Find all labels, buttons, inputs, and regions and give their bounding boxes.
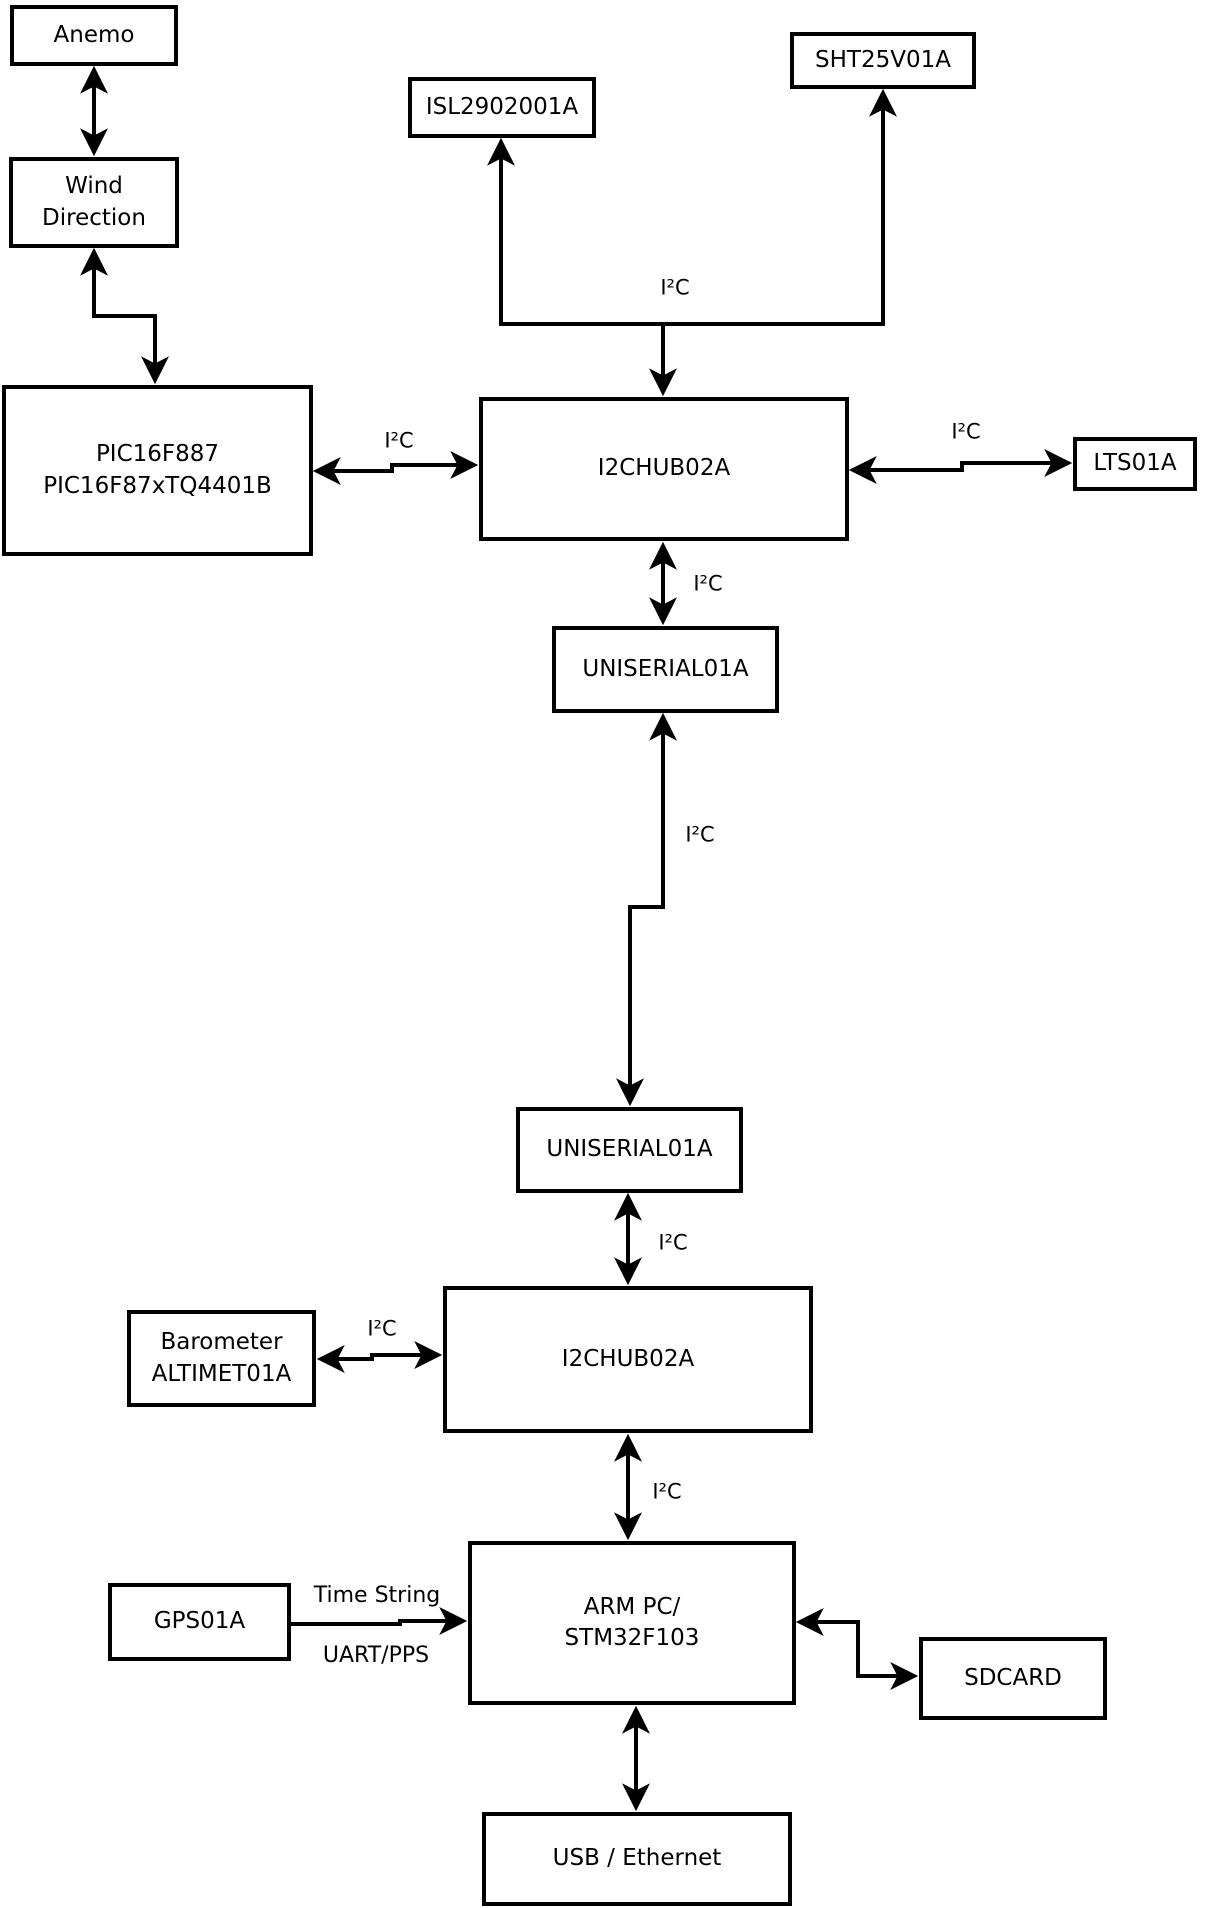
edge-uniserial-uniserial [616,712,677,1107]
edge-bus-isl-sht [487,88,897,326]
node-pic16f887-line1: PIC16F887 [95,441,220,468]
node-wind-direction-line2: Direction [42,204,146,231]
node-uniserial01a-top: UNISERIAL01A [552,626,779,713]
node-usb-ethernet-label: USB / Ethernet [552,1845,722,1872]
edge-label-i2c-bus-top: I²C [658,275,692,300]
node-sht25v01a-label: SHT25V01A [815,46,951,73]
node-sht25v01a: SHT25V01A [790,32,976,89]
node-sdcard-label: SDCARD [964,1664,1062,1691]
node-arm-pc-stm32f103: ARM PC/ STM32F103 [468,1541,796,1705]
node-wind-direction-line1: Wind [65,173,123,200]
node-pic16f887: PIC16F887 PIC16F87xTQ4401B [2,385,313,556]
node-uniserial01a-bottom-label: UNISERIAL01A [546,1136,713,1163]
edge-wind-pic [80,247,169,385]
edge-label-i2c-uniserial-hub2: I²C [656,1230,690,1255]
node-barometer-line2: ALTIMET01A [151,1360,292,1387]
node-sdcard: SDCARD [919,1637,1107,1720]
node-isl2902001a: ISL2902001A [408,77,596,138]
node-barometer-line1: Barometer [160,1329,283,1356]
node-pic16f887-line2: PIC16F87xTQ4401B [43,472,272,499]
edge-label-i2c-barometer-hub2: I²C [365,1316,399,1341]
edge-label-i2c-uniserial-uniserial: I²C [683,822,717,847]
node-anemo-label: Anemo [53,21,135,48]
node-uniserial01a-bottom: UNISERIAL01A [516,1107,743,1193]
edge-label-time-string: Time String [311,1583,443,1608]
node-anemo: Anemo [10,5,178,66]
node-i2chub02a-bottom: I2CHUB02A [443,1286,813,1433]
edge-label-i2c-hub2-arm: I²C [650,1479,684,1504]
node-i2chub02a-bottom-label: I2CHUB02A [561,1345,695,1372]
edge-arm-sdcard [795,1608,919,1690]
node-i2chub02a-top-label: I2CHUB02A [597,455,731,482]
edge-gps-arm [291,1607,468,1635]
node-isl2902001a-label: ISL2902001A [425,93,579,120]
node-arm-pc-line2: STM32F103 [564,1625,700,1651]
edge-label-i2c-hub-lts: I²C [949,419,983,444]
node-lts01a: LTS01A [1073,437,1197,491]
edge-label-i2c-pic-hub: I²C [382,428,416,453]
node-gps01a-label: GPS01A [153,1608,246,1635]
node-usb-ethernet: USB / Ethernet [482,1812,792,1906]
node-uniserial01a-top-label: UNISERIAL01A [582,655,749,682]
node-i2chub02a-top: I2CHUB02A [479,397,849,541]
edge-label-uart-pps: UART/PPS [320,1643,432,1668]
edge-pic-i2chub-top [312,451,479,485]
node-gps01a: GPS01A [108,1583,291,1661]
edge-i2chub-lts [848,449,1073,484]
node-wind-direction: Wind Direction [9,157,179,248]
edge-label-i2c-hub-uniserial: I²C [691,571,725,596]
node-barometer-altimet01a: Barometer ALTIMET01A [127,1310,316,1407]
node-arm-pc-line1: ARM PC/ [583,1593,681,1620]
edge-barometer-i2chub [316,1341,443,1373]
node-lts01a-label: LTS01A [1093,450,1177,477]
